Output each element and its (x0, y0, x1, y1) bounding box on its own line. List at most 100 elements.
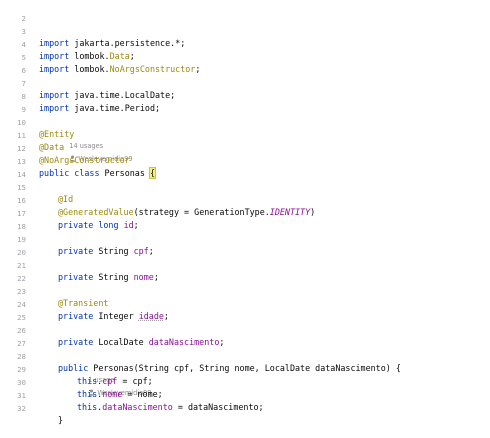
code-line[interactable]: 13 public class Personas { (0, 145, 490, 179)
code-line[interactable]: 2 (0, 2, 490, 23)
assignment: = dataNascimento; (172, 401, 264, 412)
line-number: 3 (21, 27, 26, 37)
close-paren: ) (310, 206, 316, 217)
keyword-private: private (58, 310, 94, 321)
dot: . (97, 375, 103, 386)
line-number: 21 (17, 261, 26, 271)
field-cpf: cpf (133, 245, 149, 256)
import-path: java.time.Period; (69, 102, 161, 113)
type-string: String (93, 245, 134, 256)
annotation-transient: @Transient (58, 297, 109, 308)
code-line[interactable]: 18 (0, 210, 490, 231)
code-line[interactable]: 5 import lombok.NoArgsConstructor; (0, 41, 490, 73)
line-number: 30 (17, 378, 26, 388)
semicolon: ; (133, 219, 139, 230)
code-line[interactable]: 26 private LocalDate dataNascimento; (0, 314, 490, 346)
import-path: jakarta.persistence.*; (69, 37, 186, 48)
semicolon: ; (163, 310, 169, 321)
code-line[interactable]: 10 @Entity 14 usages Wesleyemidio99 (0, 106, 490, 162)
line-number: 32 (17, 404, 26, 414)
field-datanascimento: dataNascimento (148, 336, 220, 347)
keyword-private: private (58, 271, 94, 282)
line-number: 23 (17, 287, 26, 297)
code-line[interactable]: 24 private Integer idade; (0, 288, 490, 320)
author-hint[interactable]: Wesleyemidio99 (69, 154, 133, 163)
line-number: 26 (17, 326, 26, 336)
line-number: 6 (21, 66, 26, 76)
field-id: id (123, 219, 134, 230)
code-line[interactable]: 30 this.nome = nome; (0, 366, 490, 398)
line-number: 27 (17, 339, 26, 349)
import-path: lombok. (69, 63, 110, 74)
annotation-entity: @Entity (39, 128, 75, 139)
line-number: 18 (17, 222, 26, 232)
import-path: lombok. (69, 50, 110, 61)
code-line[interactable]: 21 private String nome; (0, 249, 490, 281)
import-path: java.time.LocalDate; (69, 89, 176, 100)
usages-hint[interactable]: 1 usage (88, 376, 115, 385)
field-nome: nome (133, 271, 154, 282)
keyword-import: import (39, 102, 70, 113)
code-line[interactable]: 4 import lombok.Data; (0, 28, 490, 60)
code-line[interactable]: 20 (0, 236, 490, 257)
annotation-data: @Data (39, 141, 65, 152)
line-number: 8 (21, 92, 26, 102)
keyword-private: private (58, 245, 94, 256)
semicolon: ; (148, 245, 154, 256)
code-line[interactable]: 14 (0, 158, 490, 179)
code-line[interactable]: 28 public Personas(String cpf, String no… (0, 340, 490, 396)
open-brace-highlight[interactable]: { (148, 166, 156, 179)
code-editor[interactable]: 2 3 import jakarta.persistence.*; 4 impo… (0, 0, 490, 424)
keyword-public-class: public class (39, 167, 100, 178)
keyword-import: import (39, 37, 70, 48)
line-number: 28 (17, 352, 26, 362)
constructor-signature: Personas(String cpf, String nome, LocalD… (88, 362, 401, 373)
code-line[interactable]: 25 (0, 301, 490, 322)
code-line[interactable]: 32 } (0, 392, 490, 424)
annotation-generatedvalue: @GeneratedValue (58, 206, 134, 217)
code-line[interactable]: 3 import jakarta.persistence.*; (0, 15, 490, 47)
author-name: Wesleyemidio99 (97, 388, 152, 397)
author-hint[interactable]: Wesleyemidio99 (88, 388, 152, 397)
keyword-import: import (39, 63, 70, 74)
code-line[interactable]: 12 @NoArgsConstructor (0, 132, 490, 164)
code-line[interactable]: 9 (0, 93, 490, 114)
person-icon (88, 389, 95, 396)
code-line[interactable]: 27 (0, 327, 490, 348)
author-name: Wesleyemidio99 (78, 154, 133, 163)
class-name: Personas (99, 167, 150, 178)
code-line[interactable]: 16 @GeneratedValue(strategy = Generation… (0, 184, 490, 216)
semicolon: ; (195, 63, 201, 74)
keyword-import: import (39, 50, 70, 61)
code-line[interactable]: 22 (0, 262, 490, 283)
line-number: 10 (17, 118, 26, 128)
code-line[interactable]: 31 this.dataNascimento = dataNascimento; (0, 379, 490, 411)
code-line[interactable]: 8 import java.time.Period; (0, 80, 490, 112)
code-line[interactable]: 29 this.cpf = cpf; (0, 353, 490, 385)
line-number: 11 (17, 131, 26, 141)
semicolon: ; (219, 336, 225, 347)
field-idade: idade (138, 310, 164, 321)
code-line[interactable]: 17 private long id; (0, 197, 490, 229)
field-nome-ref: nome (102, 388, 123, 399)
keyword-public: public (58, 362, 89, 373)
keyword-this: this (77, 388, 98, 399)
close-brace: } (58, 414, 64, 425)
dot: . (97, 388, 103, 399)
line-number: 24 (17, 300, 26, 310)
code-line[interactable]: 23 @Transient (0, 275, 490, 307)
code-line[interactable]: 11 @Data (0, 119, 490, 151)
code-line[interactable]: 6 (0, 54, 490, 75)
line-number: 25 (17, 313, 26, 323)
code-line[interactable]: 7 import java.time.LocalDate; (0, 67, 490, 99)
line-number: 17 (17, 209, 26, 219)
keyword-this: this (77, 375, 98, 386)
dot: . (97, 401, 103, 412)
line-number: 15 (17, 183, 26, 193)
code-line[interactable]: 15 @Id (0, 171, 490, 203)
line-number: 9 (21, 105, 26, 115)
usages-hint[interactable]: 14 usages (69, 142, 104, 151)
line-number: 13 (17, 157, 26, 167)
code-line[interactable]: 19 private String cpf; (0, 223, 490, 255)
import-annotation-class: NoArgsConstructor (109, 63, 196, 74)
